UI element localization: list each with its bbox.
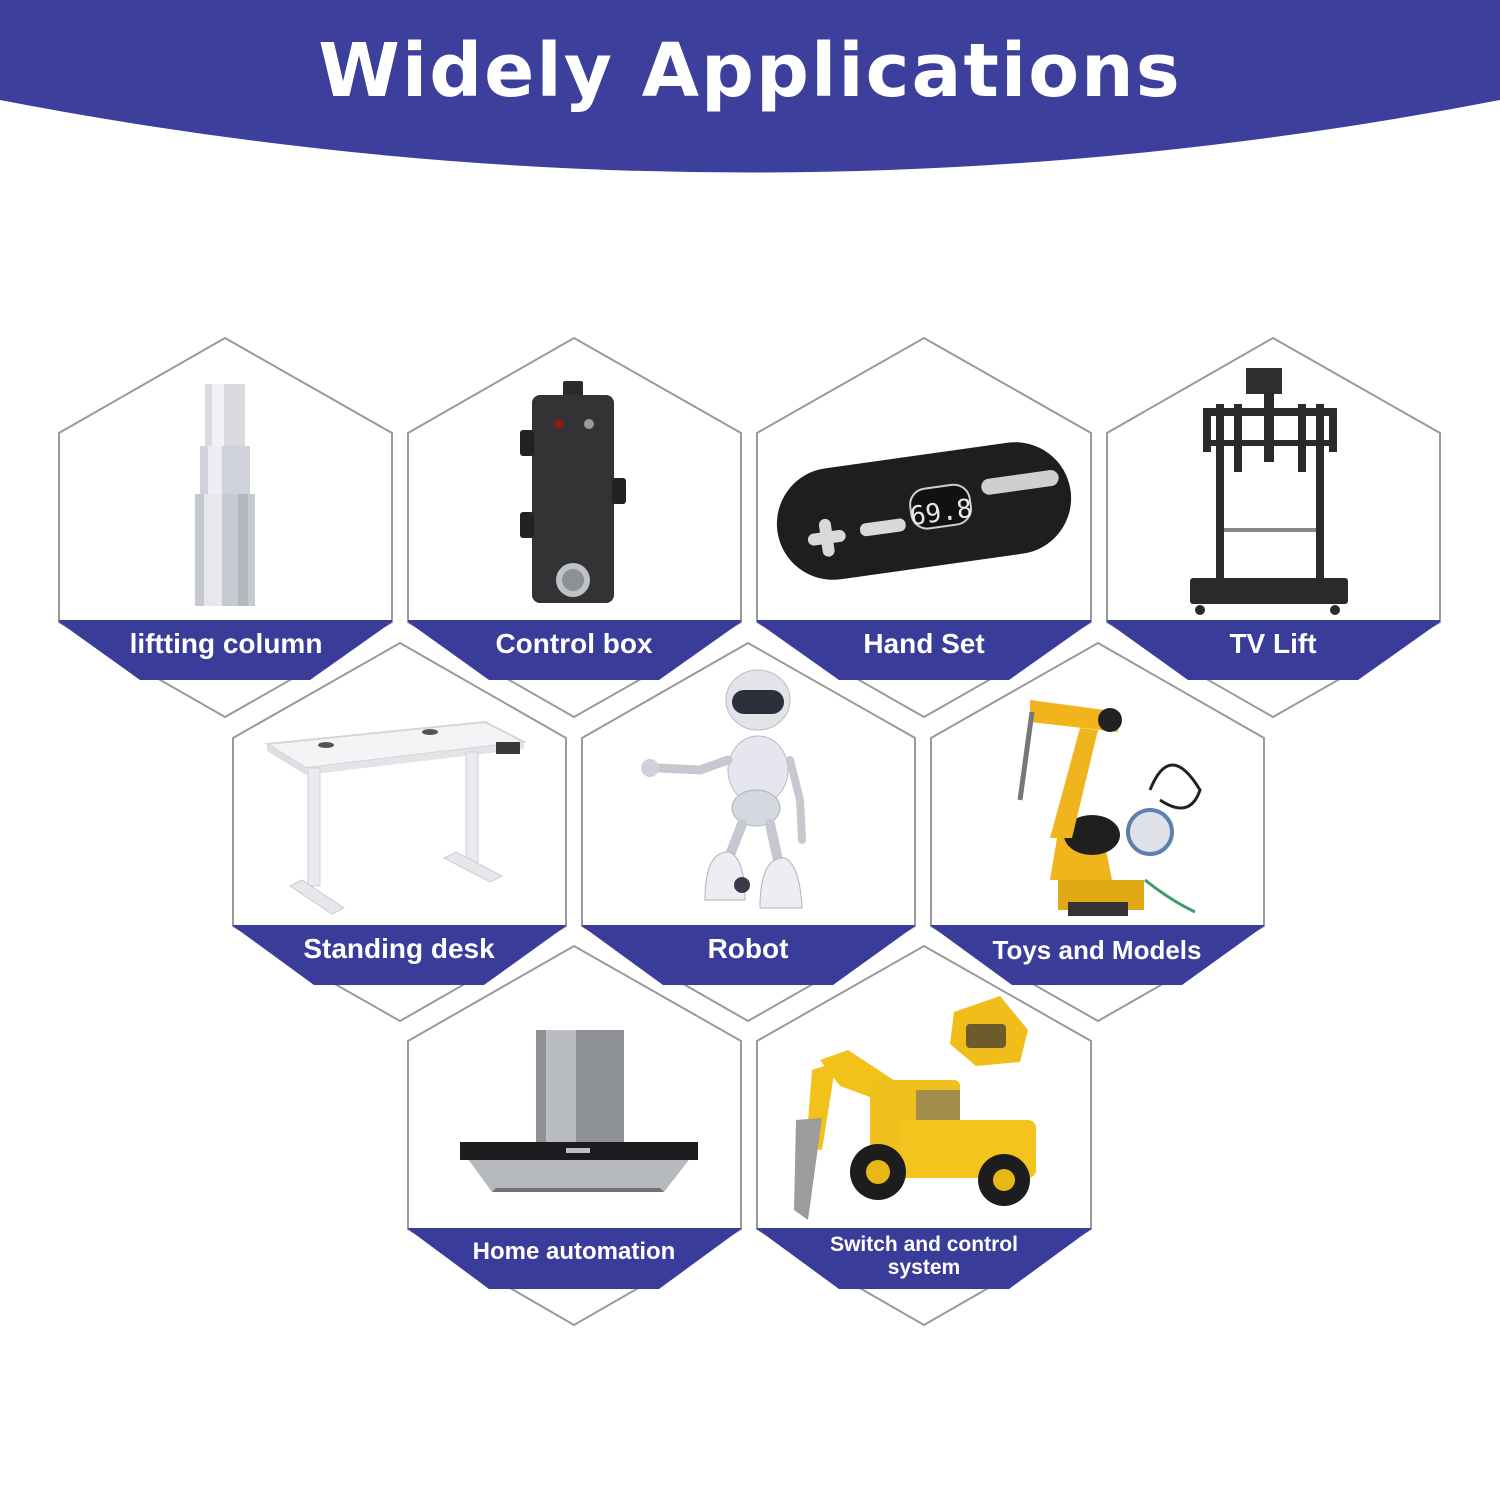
label-tv-lift: TV Lift [1229, 628, 1317, 659]
control-box-image [520, 381, 626, 603]
hex-card-control-box [407, 336, 742, 719]
hex-card-standing-desk [232, 641, 567, 1023]
label-toys-and-models: Toys and Models [992, 935, 1202, 965]
label-home-automation: Home automation [472, 1238, 676, 1265]
label-control-box: Control box [495, 628, 653, 659]
hex-card-home-automation [407, 944, 742, 1327]
robot-arm-image [1017, 700, 1202, 916]
robot-image [641, 669, 806, 909]
range-hood-image [460, 1030, 698, 1192]
lifting-column-image [195, 384, 255, 606]
label-standing-desk: Standing desk [303, 933, 495, 964]
header-banner [0, 0, 1500, 173]
label-robot: Robot [707, 933, 789, 964]
hand-set-image: 69.8 [776, 442, 1072, 580]
standing-desk-image [263, 720, 528, 915]
label-switch-and-control-system: Switch and control system [830, 1233, 1018, 1279]
tv-lift-image [1190, 368, 1348, 615]
hex-card-robot [581, 641, 916, 1023]
label-lifting-column: liftting column [129, 628, 323, 659]
hex-card-switch-and-control-system [756, 944, 1092, 1327]
toy-excavator-image [794, 996, 1036, 1220]
hex-card-hand-set: 69.8 [756, 336, 1092, 719]
label-hand-set: Hand Set [863, 628, 985, 659]
page-title: Widely Applications [318, 28, 1182, 114]
hex-card-toys-and-models [930, 641, 1265, 1023]
hex-card-tv-lift [1106, 336, 1441, 719]
hex-card-lifting-column [58, 336, 393, 719]
